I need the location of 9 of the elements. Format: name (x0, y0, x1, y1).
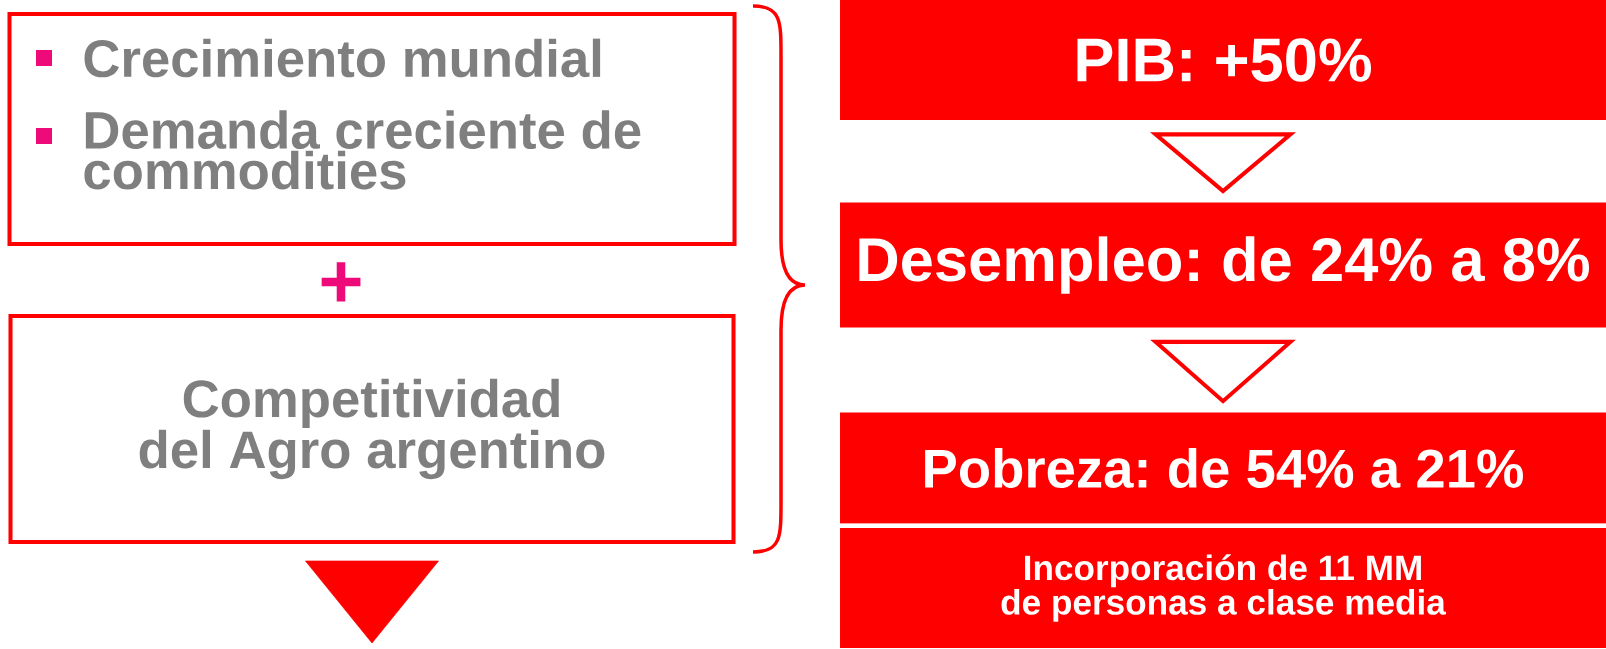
down-arrow (305, 560, 439, 644)
bullet-text: Crecimiento mundial (84, 38, 601, 78)
plus-sign: + (321, 262, 361, 302)
result-box: Pobreza: de 54% a 21% (840, 412, 1606, 524)
text-box: Competitividad del Agro argentino (8, 314, 736, 545)
bullet-text: Demanda creciente de commodities (84, 110, 641, 190)
result-box: Incorporación de 11 MM de personas a clase media (840, 528, 1606, 648)
result-box: Desempleo: de 24% a 8% (840, 202, 1606, 328)
result-box: PIB: +50% (840, 0, 1606, 120)
